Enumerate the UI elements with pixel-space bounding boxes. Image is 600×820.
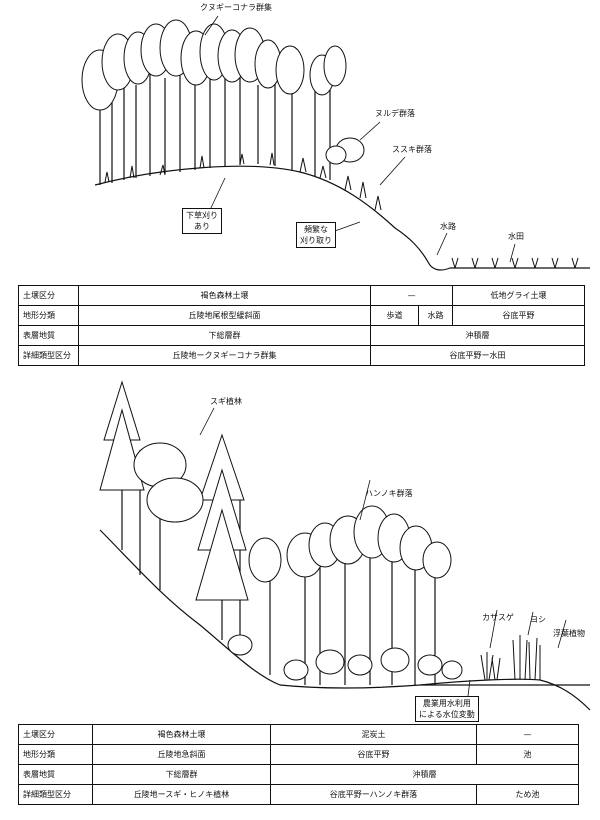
table-row: 地形分類 丘陵地急斜面 谷底平野 池: [18, 744, 579, 765]
table-cell: 低地グライ土壌: [452, 285, 585, 306]
table-cell: 褐色森林土壌: [92, 724, 271, 745]
shrubs-2: [227, 634, 463, 681]
label-nurude: ヌルデ群落: [375, 109, 415, 118]
table-row: 詳細類型区分 丘陵地ースギ・ヒノキ植林 谷底平野ーハンノキ群落 ため池: [18, 784, 579, 805]
row-header: 表層地質: [18, 764, 93, 785]
table-cell: 下総層群: [78, 325, 371, 346]
table-cell: ため池: [476, 784, 579, 805]
row-header: 地形分類: [18, 305, 79, 326]
table-cell: 谷底平野ーハンノキ群落: [270, 784, 477, 805]
table-cell: 池: [476, 744, 579, 765]
figure-1-illustration: [81, 15, 590, 271]
table-cell: 丘陵地ースギ・ヒノキ植林: [92, 784, 271, 805]
canopy-kunugi-konara: [81, 19, 347, 111]
figure-2-cross-section: スギ植林 ハンノキ群落 カサスゲ ヨシ 浮葉植物 農業用水利用 による水位変動: [0, 380, 600, 722]
classification-table-2: 土壌区分 褐色森林土壌 泥炭土 — 地形分類 丘陵地急斜面 谷底平野 池 表層地…: [18, 724, 579, 805]
table-cell: —: [370, 285, 453, 306]
figure-2-illustration: [99, 380, 591, 711]
row-header: 詳細類型区分: [18, 345, 79, 366]
table-cell: 谷底平野: [452, 305, 585, 326]
table-row: 土壌区分 褐色森林土壌 泥炭土 —: [18, 724, 579, 745]
row-header: 詳細類型区分: [18, 784, 93, 805]
label-suiro: 水路: [440, 222, 456, 231]
table-row: 詳細類型区分 丘陵地ークヌギーコナラ群集 谷底平野ー水田: [18, 345, 585, 366]
table-cell: 褐色森林土壌: [78, 285, 371, 306]
table-cell: 泥炭土: [270, 724, 477, 745]
table-cell: 丘陵地急斜面: [92, 744, 271, 765]
label-hannoki: ハンノキ群落: [365, 489, 413, 498]
label-kunugi-konara: クヌギーコナラ群集: [200, 3, 272, 12]
label-susuki: ススキ群落: [392, 145, 432, 154]
label-suiden: 水田: [508, 232, 524, 241]
row-header: 地形分類: [18, 744, 93, 765]
note-nougyou: 農業用水利用 による水位変動: [415, 696, 479, 722]
table-cell: —: [476, 724, 579, 745]
row-header: 表層地質: [18, 325, 79, 346]
canopy-sugi: [99, 380, 249, 601]
trunks-1: [99, 62, 331, 185]
row-header: 土壌区分: [18, 724, 93, 745]
canopy-nurude: [325, 137, 365, 165]
leader-lines-1: [204, 15, 516, 263]
canopy-hannoki: [286, 505, 452, 579]
note-hinpan: 頻繁な 刈り取り: [296, 222, 336, 248]
table-cell: 下総層群: [92, 764, 271, 785]
table-cell: 歩道: [370, 305, 419, 326]
note-shitakusa: 下草刈り あり: [182, 208, 222, 234]
table-row: 地形分類 丘陵地尾根型緩斜面 歩道 水路 谷底平野: [18, 305, 585, 326]
label-yoshi: ヨシ: [530, 615, 546, 624]
table-cell: 水路: [418, 305, 453, 326]
undergrowth-1: [104, 152, 579, 269]
label-sugi: スギ植林: [210, 397, 242, 406]
table-row: 表層地質 下総層群 沖積層: [18, 325, 585, 346]
table-cell: 谷底平野ー水田: [370, 345, 585, 366]
table-cell: 沖積層: [270, 764, 579, 785]
table-cell: 丘陵地尾根型緩斜面: [78, 305, 371, 326]
table-row: 表層地質 下総層群 沖積層: [18, 764, 579, 785]
ground-line-1: [94, 165, 590, 271]
reeds-2: [480, 635, 541, 681]
table-cell: 沖積層: [370, 325, 585, 346]
label-kasasuge: カサスゲ: [482, 613, 514, 622]
row-header: 土壌区分: [18, 285, 79, 306]
canopy-broadleaf-2: [133, 442, 282, 583]
table-row: 土壌区分 褐色森林土壌 — 低地グライ土壌: [18, 285, 585, 306]
label-fuyo: 浮葉植物: [553, 629, 585, 638]
classification-table-1: 土壌区分 褐色森林土壌 — 低地グライ土壌 地形分類 丘陵地尾根型緩斜面 歩道 …: [18, 285, 585, 366]
table-cell: 谷底平野: [270, 744, 477, 765]
table-cell: 丘陵地ークヌギーコナラ群集: [78, 345, 371, 366]
figure-1-cross-section: クヌギーコナラ群集 ヌルデ群落 ススキ群落 水路 水田 下草刈り あり 頻繁な …: [0, 0, 600, 282]
leader-lines-2: [199, 407, 567, 697]
